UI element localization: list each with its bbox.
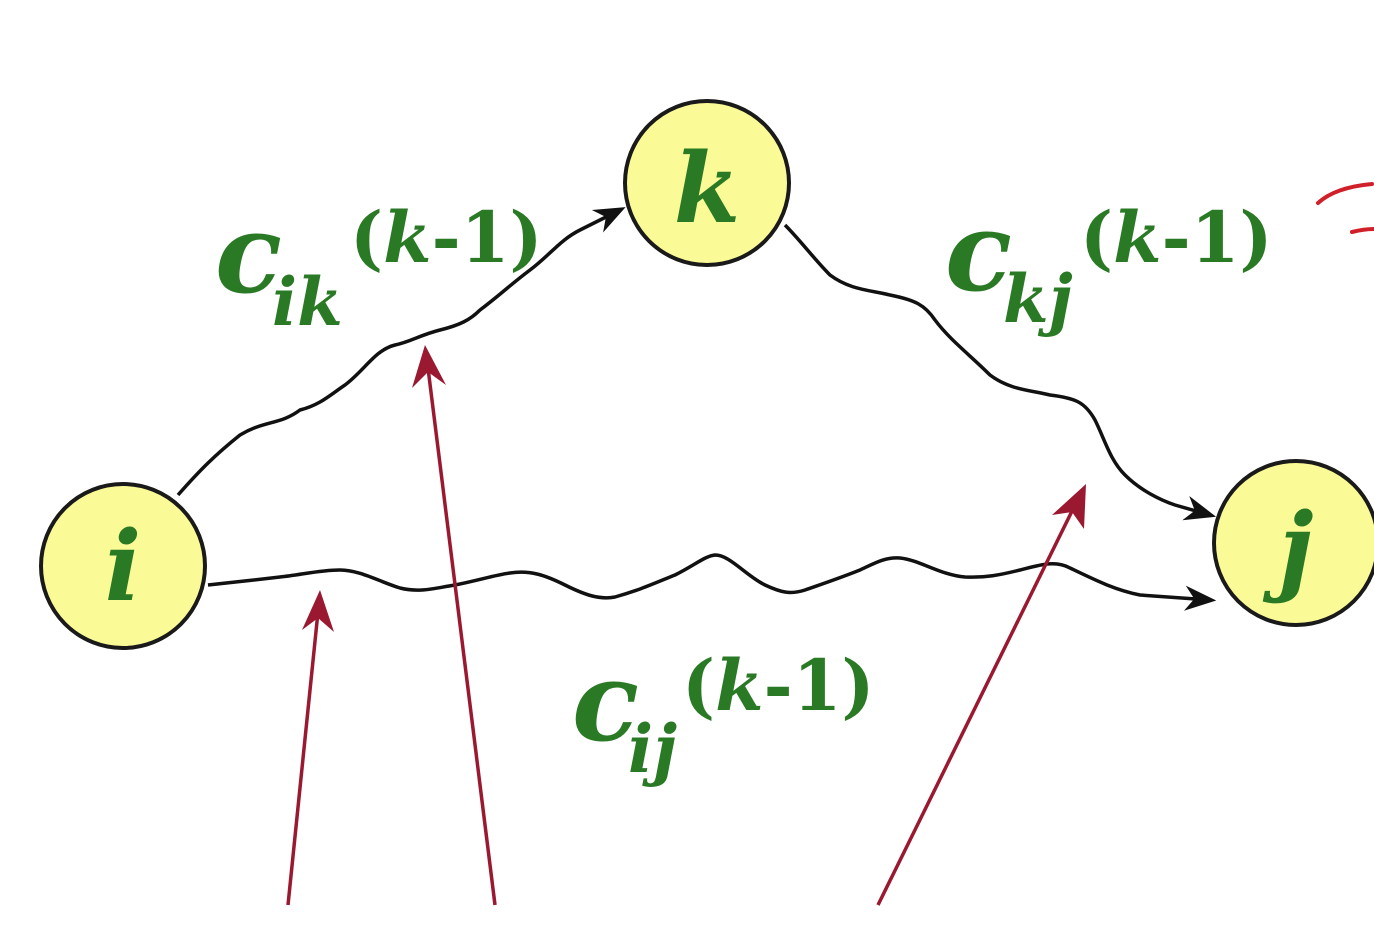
node-k-circle: [623, 99, 791, 267]
node-j-circle: [1212, 459, 1374, 627]
pointer-arrow-to-edge-i-j: [286, 590, 334, 906]
label-c-kj-sub: kj: [1003, 260, 1073, 338]
pointer-arrow-to-edge-i-k: [412, 345, 497, 906]
node-i-label: i: [105, 510, 141, 623]
label-c-ij-sub: ij: [628, 710, 677, 788]
label-c-ik-base: c: [215, 189, 282, 318]
node-j: j: [1212, 459, 1374, 627]
node-i-circle: [39, 482, 207, 650]
edge-i-to-j: [207, 553, 1217, 611]
node-i: i: [39, 482, 207, 650]
label-c-ij-base: c: [572, 637, 639, 766]
label-c-ij-sup: (k-1): [682, 644, 875, 727]
pointer-arrow-to-edge-k-j: [876, 484, 1086, 906]
label-c-ij: c ij (k-1): [572, 637, 875, 788]
node-k: k: [623, 99, 791, 267]
label-c-kj-base: c: [945, 187, 1012, 316]
label-c-ik: c ik (k-1): [215, 189, 543, 341]
label-c-kj-sup: (k-1): [1080, 196, 1273, 279]
node-k-label: k: [674, 132, 741, 245]
label-c-kj: c kj (k-1): [945, 187, 1273, 338]
edge-k-to-j: [783, 223, 1217, 521]
label-c-ik-sup: (k-1): [350, 196, 543, 279]
label-c-ik-sub: ik: [272, 263, 343, 341]
handwritten-mark: [1316, 182, 1374, 234]
edge-i-to-k: [176, 207, 626, 497]
